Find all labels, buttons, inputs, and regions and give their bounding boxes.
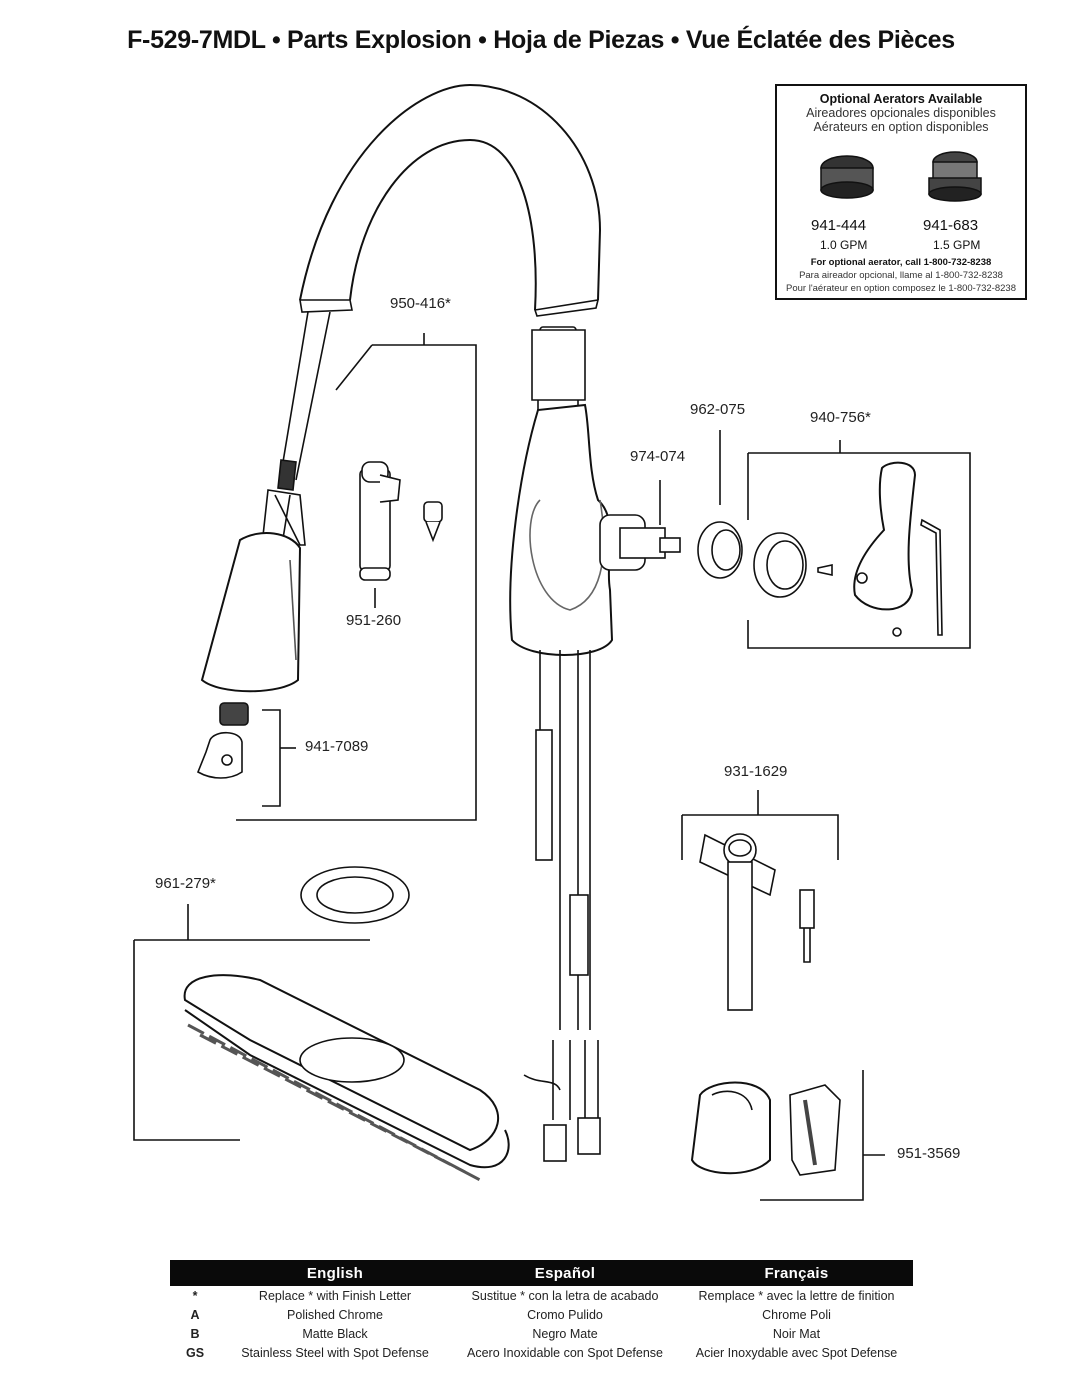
label-940-756: 940-756* [810, 409, 871, 426]
legend-fr: Remplace * avec la lettre de finition [698, 1288, 895, 1303]
aerators-heading-en: Optional Aerators Available [819, 92, 983, 106]
aerator-images [820, 151, 982, 202]
aerator-2-flow: 1.5 GPM [933, 238, 981, 252]
part-961-279-deckplate [133, 866, 510, 1182]
label-961-279: 961-279* [155, 875, 216, 892]
faucet-body [509, 326, 614, 1162]
aerators-heading-es: Aireadores opcionales disponibles [806, 106, 996, 120]
part-931-1629-mounting [681, 790, 839, 1011]
label-941-7089: 941-7089 [305, 738, 369, 755]
legend-en: Matte Black [302, 1326, 368, 1341]
bracket-950-416 [236, 333, 477, 821]
bracket-940-756 [747, 440, 971, 649]
legend-fr: Noir Mat [772, 1326, 821, 1341]
aerator-941-683-icon [928, 151, 982, 202]
sprayhead [200, 489, 306, 693]
legend-en: Polished Chrome [287, 1307, 383, 1322]
legend-row: B Matte Black Negro Mate Noir Mat [170, 1324, 913, 1343]
legend-es: Cromo Pulido [527, 1307, 603, 1322]
legend-row: A Polished Chrome Cromo Pulido Chrome Po… [170, 1305, 913, 1324]
aerator-1-flow: 1.0 GPM [820, 238, 868, 252]
legend-es: Sustitue * con la letra de acabado [471, 1288, 659, 1303]
label-951-3569: 951-3569 [897, 1145, 961, 1162]
legend-header-espanol: Español [534, 1264, 596, 1282]
legend-row: GS Stainless Steel with Spot Defense Ace… [170, 1343, 913, 1362]
legend-code: GS [185, 1345, 205, 1360]
aerator-call-en: For optional aerator, call 1-800-732-823… [810, 257, 992, 268]
legend-en: Stainless Steel with Spot Defense [241, 1345, 429, 1360]
aerator-call-fr: Pour l'aérateur en option composez le 1-… [786, 283, 1016, 294]
part-962-075-ring [697, 430, 743, 579]
label-974-074: 974-074 [630, 448, 686, 465]
aerator-1-part: 941-444 [811, 217, 867, 234]
legend-en: Replace * with Finish Letter [258, 1288, 412, 1303]
label-962-075: 962-075 [690, 401, 746, 418]
pulldown-hose [277, 311, 331, 491]
legend-fr: Acier Inoxydable avec Spot Defense [695, 1345, 898, 1360]
legend-es: Acero Inoxidable con Spot Defense [467, 1345, 663, 1360]
label-950-416: 950-416* [390, 295, 451, 312]
part-951-260-cartridge [359, 461, 443, 608]
part-941-7089-aerator [196, 702, 296, 807]
aerator-941-444-icon [820, 155, 874, 199]
finish-legend-table: English Español Français * Replace * wit… [170, 1260, 913, 1362]
legend-es: Negro Mate [532, 1326, 598, 1341]
optional-aerators-box: Optional Aerators Available Aireadores o… [775, 84, 1027, 300]
legend-code: * [192, 1288, 198, 1303]
legend-code: B [190, 1326, 200, 1341]
legend-code: A [190, 1307, 200, 1322]
label-931-1629: 931-1629 [724, 763, 788, 780]
aerators-heading-fr: Aérateurs en option disponibles [813, 120, 989, 134]
legend-header-row: English Español Français [170, 1260, 913, 1286]
label-951-260: 951-260 [346, 612, 402, 629]
legend-fr: Chrome Poli [762, 1307, 831, 1322]
aerator-call-es: Para aireador opcional, llame al 1-800-7… [799, 270, 1003, 281]
spout-gooseneck [299, 83, 602, 317]
legend-row: * Replace * with Finish Letter Sustitue … [170, 1286, 913, 1305]
legend-header-francais: Français [764, 1264, 829, 1282]
part-974-074-cartridge [599, 480, 681, 571]
aerator-2-part: 941-683 [923, 217, 979, 234]
page-title: F-529-7MDL • Parts Explosion • Hoja de P… [127, 26, 955, 54]
legend-header-english: English [306, 1264, 364, 1282]
part-951-3569-clips [690, 1070, 885, 1201]
